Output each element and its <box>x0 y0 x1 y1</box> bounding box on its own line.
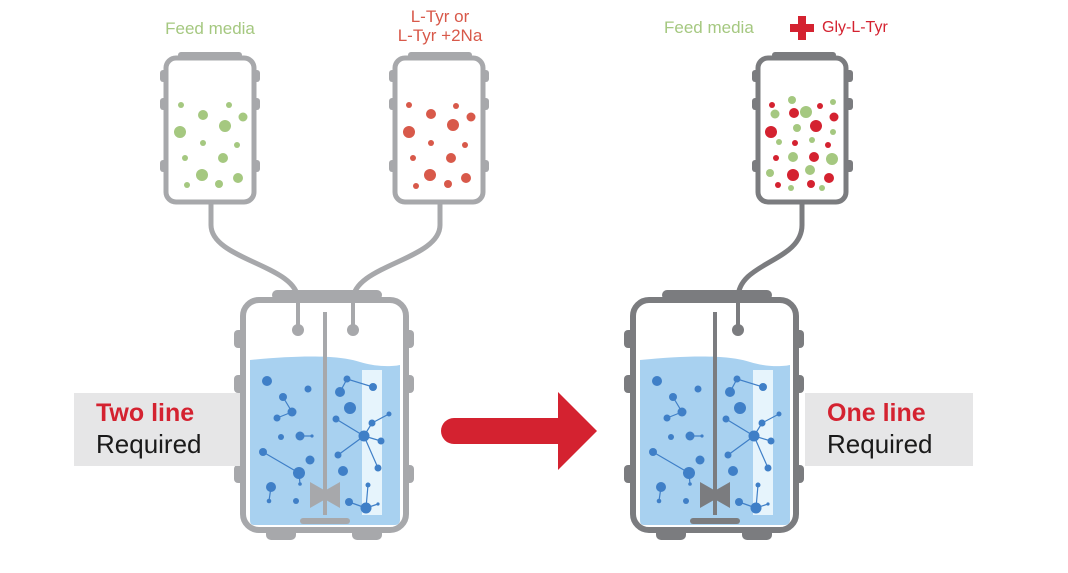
feed-media-label-right: Feed media <box>664 18 754 37</box>
feed-media-bag-left <box>160 52 260 205</box>
one-line-heading: One line <box>827 399 926 427</box>
arrow-right-icon <box>441 392 597 470</box>
two-line-heading: Two line <box>96 399 195 427</box>
gly-l-tyr-label: Gly-L-Tyr <box>822 19 888 36</box>
plus-icon <box>790 16 814 40</box>
bioreactor-right <box>624 290 804 540</box>
l-tyr-bag <box>389 52 489 205</box>
one-line-callout: One line Required <box>805 393 973 466</box>
l-tyr-label-line1: L-Tyr or <box>410 7 470 26</box>
feed-media-label-left: Feed media <box>165 19 255 38</box>
combined-feed-bag <box>752 52 853 205</box>
two-line-callout: Two line Required <box>74 393 240 466</box>
l-tyr-label-line2: L-Tyr +2Na <box>397 26 483 45</box>
one-line-subtext: Required <box>827 429 933 459</box>
bioreactor-left <box>234 290 414 540</box>
two-line-subtext: Required <box>96 429 202 459</box>
